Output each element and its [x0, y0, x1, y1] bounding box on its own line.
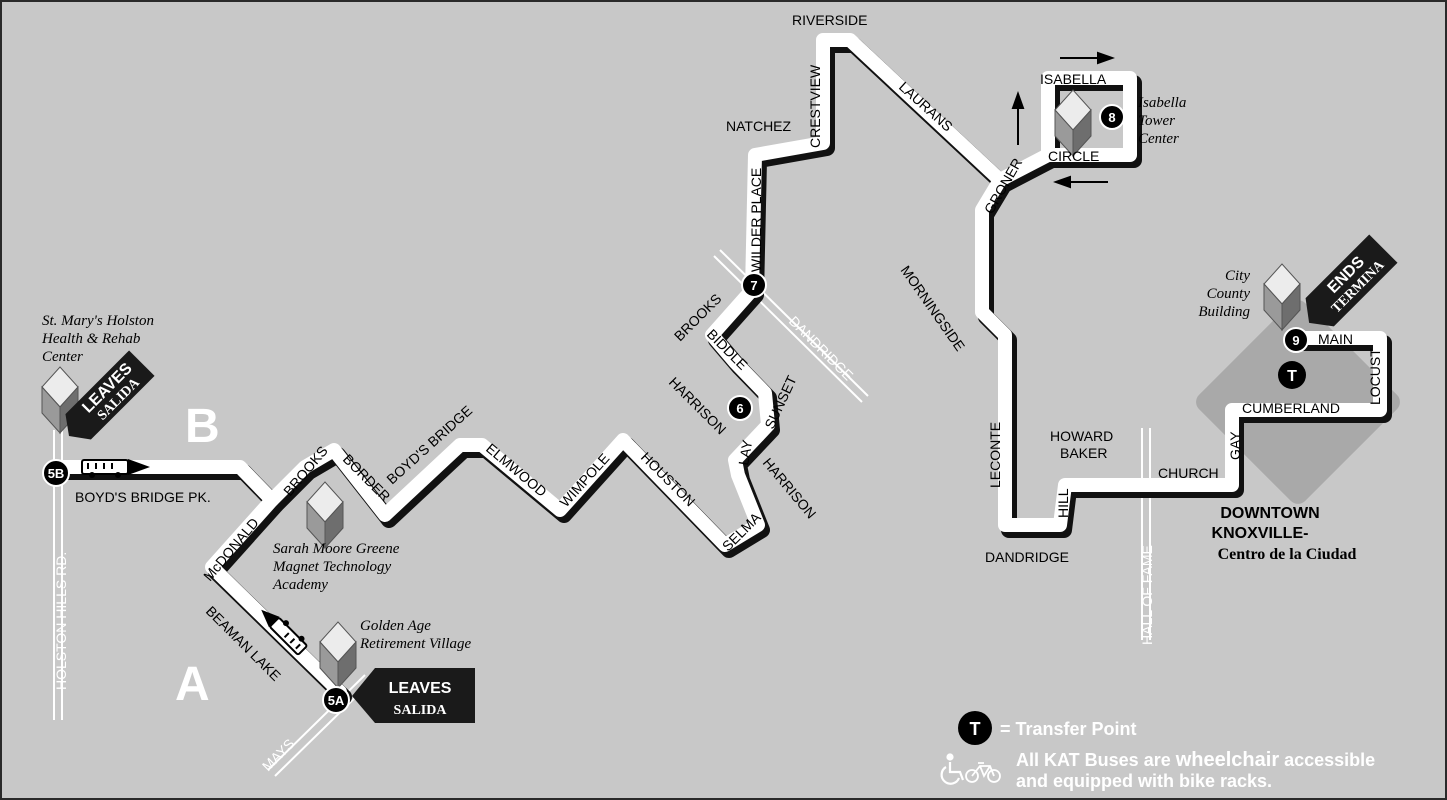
branch-label-a: A: [175, 658, 210, 711]
svg-text:9: 9: [1292, 333, 1299, 348]
street-label: CHURCH: [1158, 465, 1219, 481]
legend-access-line-1: All KAT Buses are wheelchair accessible: [1016, 749, 1375, 771]
landmark-label: Golden Age: [360, 618, 431, 634]
flag-salida-label: SALIDA: [394, 703, 448, 718]
loop-direction-arrows: [1011, 51, 1115, 189]
landmark-label: Retirement Village: [359, 636, 472, 652]
building-icon: [306, 481, 344, 550]
svg-text:DOWNTOWN: DOWNTOWN: [1220, 505, 1319, 522]
landmark-label: Sarah Moore Greene: [273, 541, 400, 557]
landmark-buildings: [41, 89, 1301, 690]
street-label: LOCUST: [1367, 348, 1383, 405]
legend-access-line-2: and equipped with bike racks.: [1016, 771, 1272, 791]
street-label: LAY: [735, 438, 755, 466]
landmark-label: Magnet Technology: [272, 559, 392, 575]
street-label: LECONTE: [987, 422, 1003, 488]
street-label: WILDER PLACE: [748, 168, 764, 272]
street-label: BAKER: [1060, 445, 1107, 461]
street-label: HOLSTON HILLS RD.: [53, 552, 69, 690]
landmark-label: Academy: [272, 577, 328, 593]
landmark-label: City: [1225, 268, 1250, 284]
landmark-label: St. Mary's Holston: [42, 313, 154, 329]
transfer-point: T: [1278, 361, 1306, 389]
svg-text:5B: 5B: [48, 466, 65, 481]
street-label: GAY: [1227, 431, 1243, 460]
building-icon: [319, 621, 357, 690]
street-label: MAIN: [1318, 331, 1353, 347]
stop-7: 7: [741, 272, 767, 298]
street-label: NATCHEZ: [726, 118, 792, 134]
legend-transfer-text: = Transfer Point: [1000, 719, 1137, 739]
stop-6: 6: [727, 395, 753, 421]
street-label: BOYD'S BRIDGE PK.: [75, 489, 211, 505]
landmark-label: Building: [1198, 304, 1250, 320]
landmark-label: County: [1207, 286, 1251, 302]
stop-9: 9: [1283, 327, 1309, 353]
landmark-label: Center: [42, 349, 83, 365]
street-label: HOWARD: [1050, 428, 1113, 444]
flag-leaves-label: LEAVES: [389, 680, 452, 697]
svg-text:6: 6: [736, 401, 743, 416]
bicycle-icon: [965, 762, 1001, 783]
svg-text:8: 8: [1108, 110, 1115, 125]
street-label: ISABELLA: [1040, 71, 1107, 87]
bus-icon: [81, 459, 150, 478]
street-label: DANDRIDGE: [985, 549, 1069, 565]
street-label: CIRCLE: [1048, 148, 1099, 164]
svg-text:KNOXVILLE-: KNOXVILLE-: [1212, 525, 1309, 542]
legend-transfer-symbol: T: [970, 719, 981, 739]
svg-text:7: 7: [750, 278, 757, 293]
svg-text:5A: 5A: [328, 693, 345, 708]
svg-text:Centro de la Ciudad: Centro de la Ciudad: [1218, 546, 1357, 563]
street-label: CUMBERLAND: [1242, 400, 1340, 416]
downtown-label: DOWNTOWN KNOXVILLE- Centro de la Ciudad: [1212, 505, 1357, 563]
building-icon: [41, 366, 79, 435]
landmark-label: Isabella: [1137, 95, 1186, 111]
landmark-label: Center: [1138, 131, 1179, 147]
downtown-area: [1196, 300, 1400, 504]
legend: T = Transfer Point All KAT Buses are whe…: [940, 711, 1375, 791]
leaves-flag-a: LEAVES SALIDA: [352, 668, 475, 723]
bus-icon: [261, 609, 308, 656]
landmark-labels: St. Mary's Holston Health & Rehab Center…: [41, 95, 1250, 652]
svg-text:T: T: [1287, 368, 1297, 385]
landmark-label: Health & Rehab: [41, 331, 141, 347]
branch-label-b: B: [185, 400, 220, 453]
building-icon: [1054, 89, 1092, 158]
stop-8: 8: [1099, 104, 1125, 130]
landmark-label: Tower: [1138, 113, 1175, 129]
wheelchair-icon: [940, 753, 965, 785]
stop-5a: 5A: [322, 686, 350, 714]
route-line: [47, 33, 1387, 699]
building-icon: [1263, 263, 1301, 332]
street-label: CRESTVIEW: [807, 64, 823, 148]
street-label: RIVERSIDE: [792, 12, 867, 28]
street-label: HALL OF FAME: [1139, 545, 1155, 645]
street-label: HILL: [1055, 488, 1071, 518]
stop-5b: 5B: [42, 459, 70, 487]
